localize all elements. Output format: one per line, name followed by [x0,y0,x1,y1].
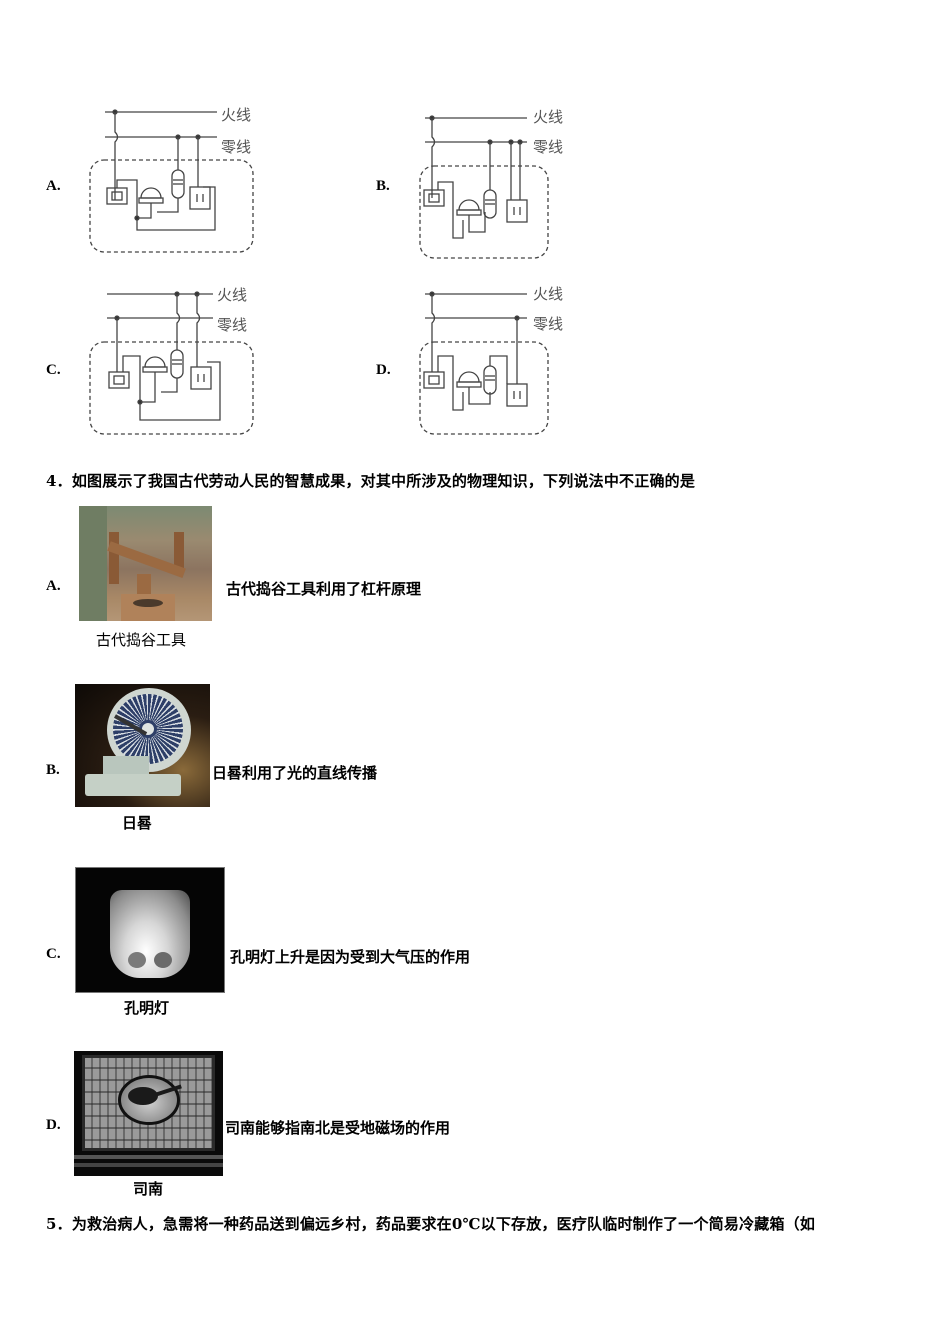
svg-text:火线: 火线 [221,106,251,124]
svg-text:零线: 零线 [221,138,251,156]
option-label: A. [46,578,61,594]
compass-sinan-image [74,1051,223,1176]
image-caption: 孔明灯 [124,999,170,1017]
option-label: B. [46,762,60,778]
circuit-diagram-d: 火线 零线 [419,285,563,435]
option-label: A. [46,178,61,194]
option-text: 古代捣谷工具利用了杠杆原理 [226,580,422,598]
option-text: 司南能够指南北是受地磁场的作用 [225,1119,451,1137]
option-label: C. [46,362,61,378]
image-caption: 古代捣谷工具 [96,631,187,649]
sundial-image [75,684,210,807]
option-text: 日晷利用了光的直线传播 [212,764,378,782]
image-caption: 日晷 [122,814,153,832]
circuit-diagram-b: 火线 零线 [419,108,563,259]
option-text: 孔明灯上升是因为受到大气压的作用 [230,948,471,966]
svg-text:零线: 零线 [533,315,563,333]
question-5-stem: 5．为救治病人，急需将一种药品送到偏远乡村，药品要求在0℃以下存放，医疗队临时制… [46,1215,816,1233]
circuit-diagram-c: 火线 零线 [89,286,254,435]
svg-text:火线: 火线 [533,285,563,303]
option-label: D. [46,1117,61,1133]
question-4-stem: 4．如图展示了我国古代劳动人民的智慧成果，对其中所涉及的物理知识，下列说法中不正… [46,472,696,490]
option-label: C. [46,946,61,962]
mortar-pestle-image [79,506,212,621]
svg-text:零线: 零线 [533,138,563,156]
circuit-diagram-a: 火线 零线 [89,106,254,253]
option-label: D. [376,362,391,378]
svg-text:火线: 火线 [533,108,563,126]
option-label: B. [376,178,390,194]
svg-text:零线: 零线 [217,316,247,334]
svg-text:火线: 火线 [217,286,247,304]
image-caption: 司南 [133,1180,164,1198]
sky-lantern-image [75,867,225,993]
